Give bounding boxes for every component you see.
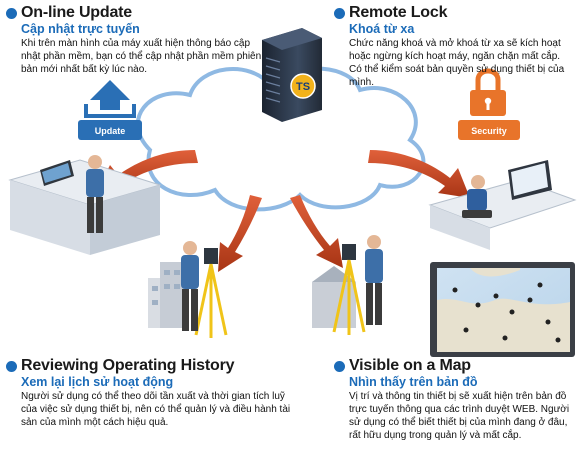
- feature-subtitle: Cập nhật trực tuyến: [21, 22, 140, 36]
- feature-remote-lock: Remote Lock Khoá từ xa Chức năng khoá và…: [334, 4, 574, 89]
- feature-title: On-line Update: [21, 4, 132, 21]
- feature-subtitle: Xem lại lịch sử hoạt động: [21, 375, 174, 389]
- arrow-to-left-surveyor: [218, 195, 262, 272]
- arrow-to-right-surveyor: [290, 195, 343, 268]
- total-station-icon-right: [332, 244, 366, 335]
- feature-subtitle: Nhìn thấy trên bản đồ: [349, 375, 478, 389]
- feature-title: Visible on a Map: [349, 357, 471, 374]
- laptop-icon: [40, 160, 74, 186]
- left-office-scene: [8, 155, 162, 255]
- surveyor-figure-right: [365, 235, 383, 325]
- update-graphic: Update: [78, 80, 142, 140]
- cloud-icon: [135, 66, 426, 212]
- worker-figure-left: [86, 155, 104, 233]
- padlock-icon: [470, 68, 506, 116]
- right-office-scene: [428, 160, 577, 250]
- bullet-icon: [6, 7, 17, 19]
- monitor-icon: [508, 160, 552, 200]
- feature-description: Chức năng khoá và mở khoá từ xa sẽ kích …: [349, 38, 565, 88]
- security-graphic: Security: [458, 68, 520, 140]
- bullet-icon: [6, 360, 17, 372]
- feature-visible-map: Visible on a Map Nhìn thấy trên bản đồ V…: [334, 357, 576, 442]
- left-survey-scene: [148, 241, 228, 338]
- map-pin-icon: [452, 282, 561, 343]
- feature-title: Reviewing Operating History: [21, 357, 235, 374]
- feature-description: Người sử dụng có thể theo dõi tần xuất v…: [21, 391, 291, 428]
- feature-description: Vị trí và thông tin thiết bị sẽ xuất hiệ…: [349, 391, 570, 441]
- right-survey-scene: [312, 235, 383, 335]
- map-window: [430, 262, 575, 357]
- server-logo: TS: [296, 81, 310, 93]
- bullet-icon: [334, 7, 345, 19]
- security-button-label: Security: [471, 126, 507, 136]
- bullet-icon: [334, 360, 345, 372]
- feature-operating-history: Reviewing Operating History Xem lại lịch…: [6, 357, 296, 429]
- feature-online-update: On-line Update Cập nhật trực tuyến Khi t…: [6, 4, 264, 76]
- arrow-to-right-desk: [368, 150, 470, 198]
- surveyor-figure-left: [181, 241, 199, 331]
- feature-title: Remote Lock: [349, 4, 448, 21]
- total-station-icon: [194, 248, 228, 338]
- upload-arrow-icon: [84, 80, 136, 118]
- update-button-label: Update: [95, 126, 126, 136]
- worker-figure-right: [462, 175, 492, 218]
- server-icon: TS: [262, 28, 322, 122]
- feature-description: Khi trên màn hình của máy xuất hiện thôn…: [21, 38, 262, 75]
- feature-subtitle: Khoá từ xa: [349, 22, 415, 36]
